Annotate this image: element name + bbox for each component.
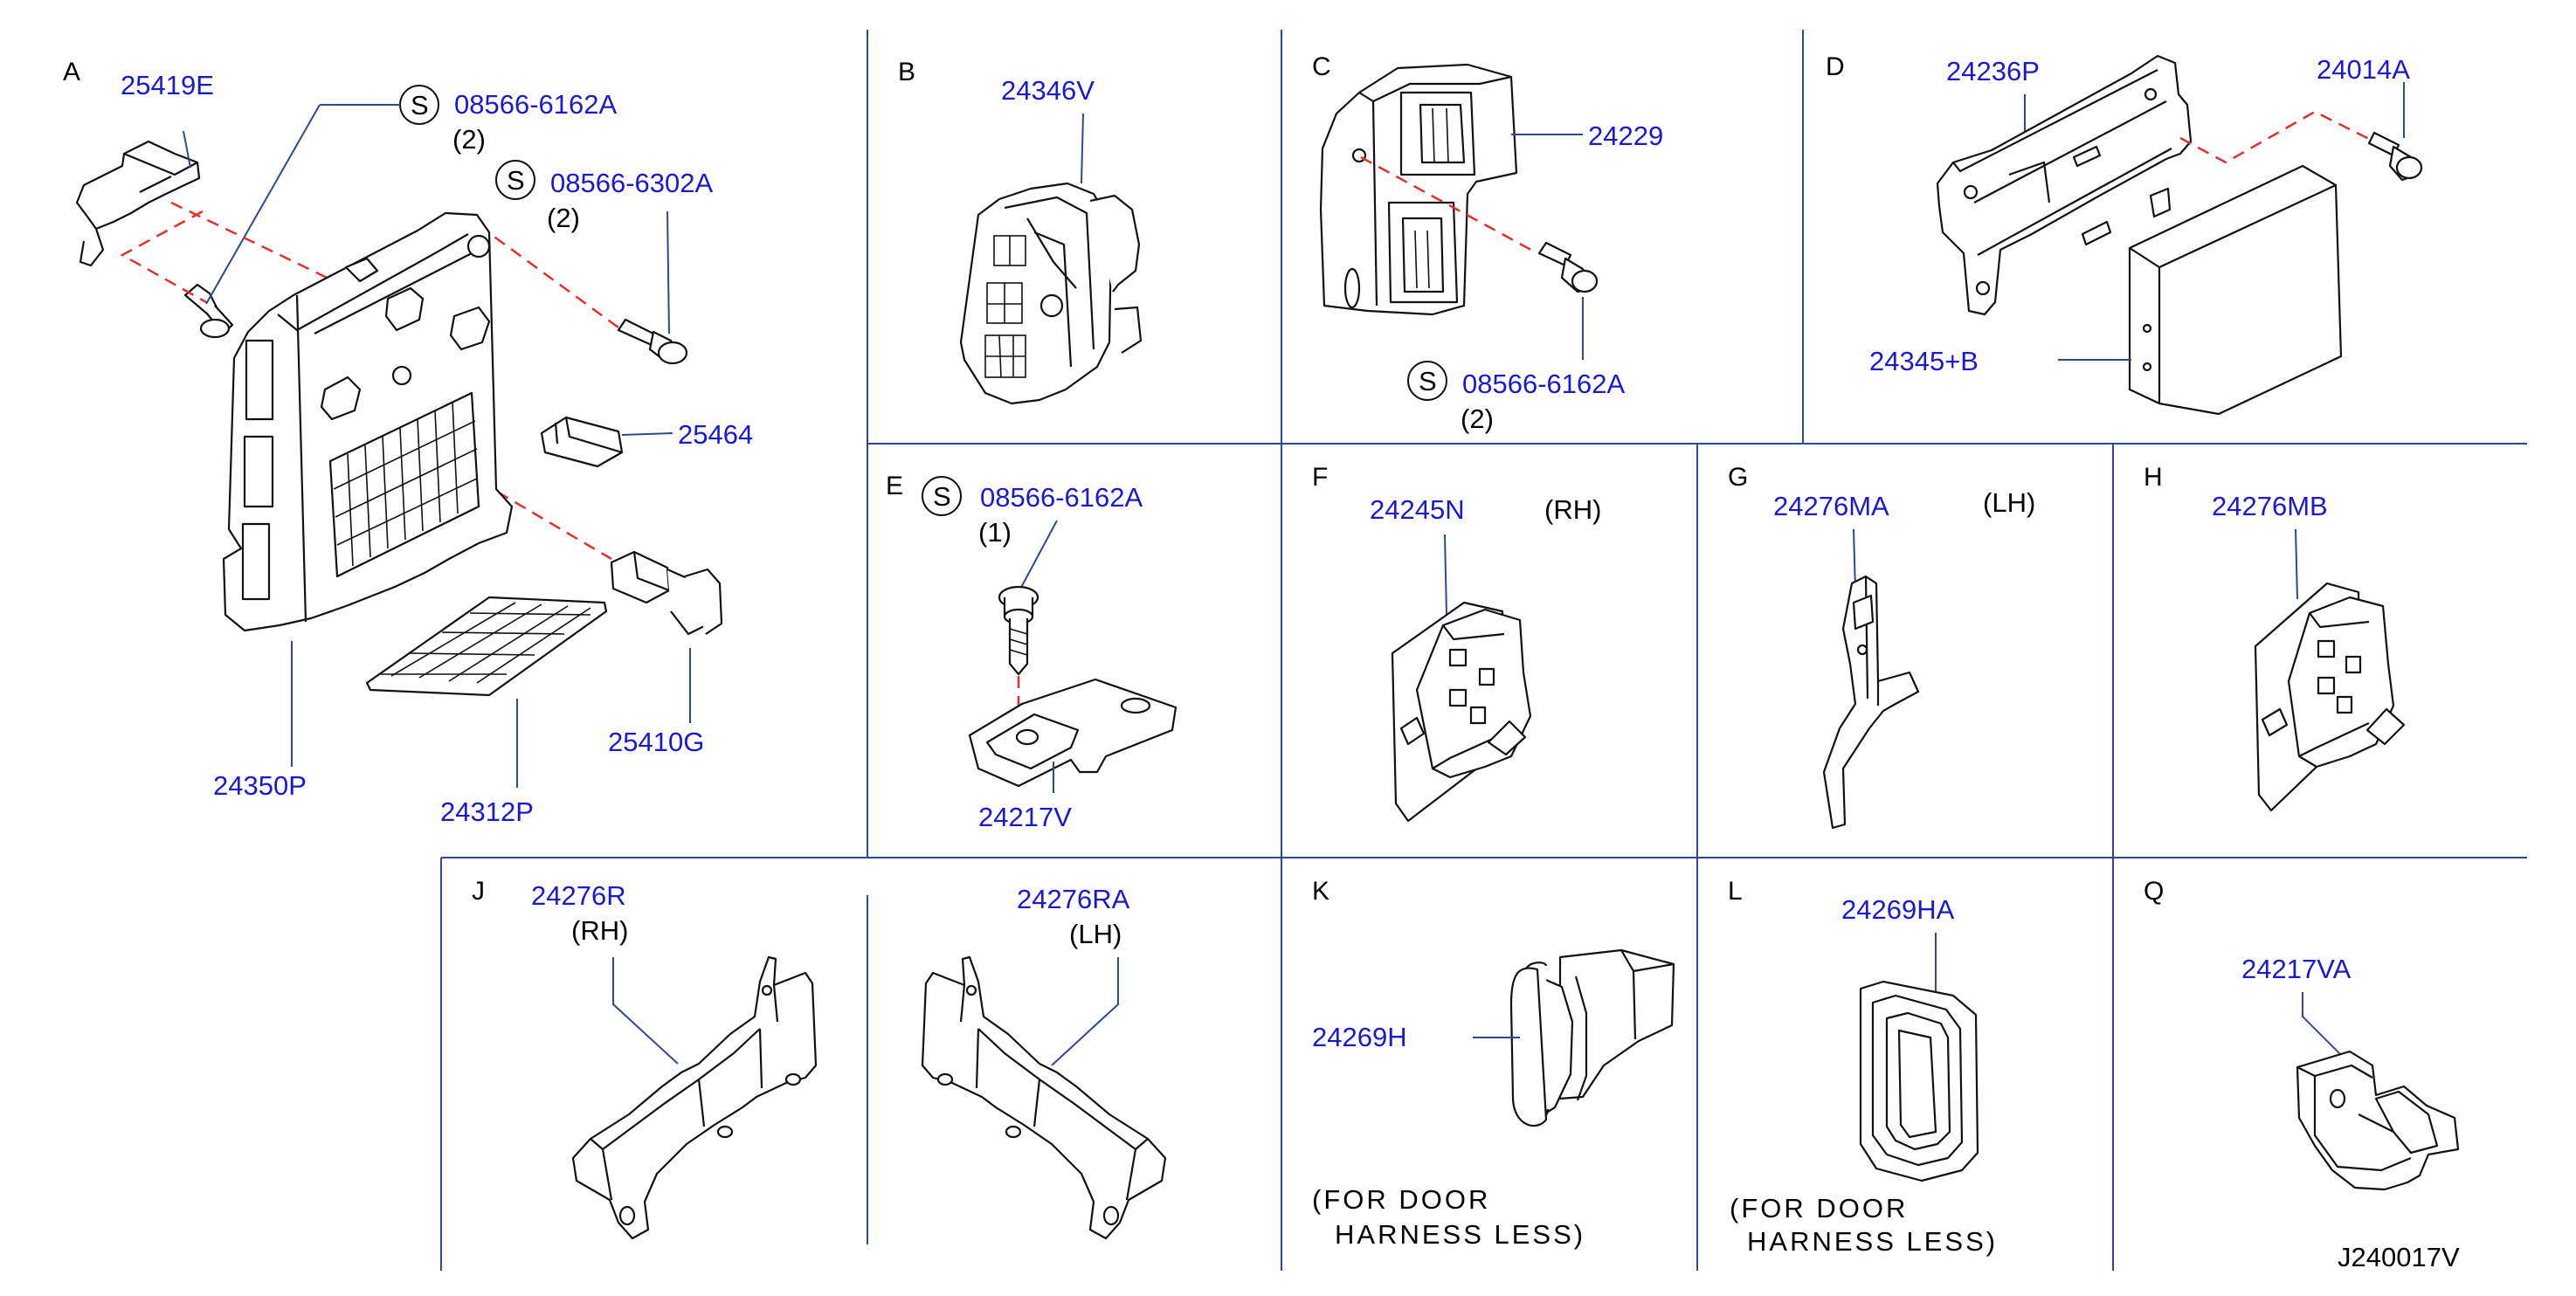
part-24217va-label[interactable]: 24217VA [2241, 954, 2352, 984]
section-letter-k: K [1312, 877, 1329, 906]
section-letter-e: E [886, 472, 903, 500]
part-08566-6162a-e-label[interactable]: 08566-6162A [980, 482, 1143, 513]
note-l-line2: HARNESS LESS) [1747, 1226, 1998, 1257]
relay-25410g-drawing [610, 550, 723, 723]
section-letter-j: J [472, 877, 485, 906]
fuse-block-24350p-drawing [222, 211, 514, 767]
section-g: G 24276MA (LH) [1728, 463, 2035, 830]
part-24217v-label[interactable]: 24217V [978, 802, 1072, 832]
bracket-24276ma-drawing [1822, 575, 1920, 830]
section-k: K 24269H (FOR DOOR HARNESS LESS) [1312, 877, 1675, 1250]
section-a: A 25419E S 08566-6162A (2) S 08566-6302A… [63, 58, 753, 827]
screw-symbol-sc-icon [1407, 361, 1447, 401]
note-l-line1: (FOR DOOR [1730, 1193, 1908, 1224]
part-24269h-label[interactable]: 24269H [1312, 1022, 1407, 1052]
clip-24217v-drawing [968, 678, 1178, 788]
part-24350p-label[interactable]: 24350P [213, 770, 307, 801]
screw-symbol-sc: S [1419, 366, 1437, 396]
bracket-25419e-drawing [75, 130, 201, 267]
bracket-24276ra-drawing [921, 955, 1167, 1240]
note-k-line1: (FOR DOOR [1312, 1184, 1490, 1215]
quantity-a1: (2) [452, 124, 486, 155]
section-letter-a: A [63, 58, 80, 86]
fuse-25464-drawing [540, 416, 673, 468]
section-l: L 24269HA (FOR DOOR HARNESS LESS) [1728, 877, 1998, 1257]
clip-24217va-drawing [2296, 1050, 2460, 1191]
section-letter-h: H [2144, 463, 2163, 492]
screw-d-drawing [2367, 131, 2423, 182]
part-24312p-label[interactable]: 24312P [440, 796, 534, 827]
section-letter-f: F [1312, 463, 1328, 492]
part-25410g-label[interactable]: 25410G [608, 727, 704, 757]
quantity-c: (2) [1461, 403, 1494, 434]
part-24276mb-label[interactable]: 24276MB [2212, 491, 2328, 521]
section-letter-d: D [1826, 52, 1845, 81]
part-24346v-label[interactable]: 24346V [1001, 75, 1095, 106]
section-letter-g: G [1728, 463, 1748, 492]
part-24245n-label[interactable]: 24245N [1370, 494, 1465, 525]
section-f: F 24245N (RH) [1312, 463, 1601, 823]
part-08566-6162a-c-label[interactable]: 08566-6162A [1462, 369, 1625, 399]
section-grid [440, 30, 2527, 1271]
grommet-24269h-drawing [1509, 948, 1675, 1127]
section-c: C 24229 S 085 [1312, 52, 1663, 434]
part-08566-6162a-a-label[interactable]: 08566-6162A [454, 89, 617, 120]
screw-symbol-se-icon [922, 476, 962, 516]
section-letter-c: C [1312, 52, 1331, 81]
section-q: Q 24217VA J240017V [2144, 877, 2460, 1272]
part-24014a-label[interactable]: 24014A [2317, 54, 2410, 85]
part-24269ha-label[interactable]: 24269HA [1841, 894, 1955, 925]
section-letter-q: Q [2144, 877, 2164, 906]
part-25419e-label[interactable]: 25419E [121, 70, 214, 100]
part-24229-label[interactable]: 24229 [1588, 121, 1663, 151]
section-e: E S 08566-6162A (1) 24217V [886, 472, 1178, 832]
screw-symbol-s2-icon [495, 160, 535, 200]
note-k-line2: HARNESS LESS) [1335, 1219, 1585, 1250]
diagram-id: J240017V [2338, 1242, 2460, 1272]
bracket-24276mb-drawing [2254, 582, 2406, 812]
quantity-a2: (2) [547, 203, 580, 233]
section-d: D 24236P 24014A [1826, 52, 2423, 416]
bracket-24276r-drawing [571, 955, 818, 1240]
screw-symbol-se: S [933, 481, 951, 512]
screw-symbol-s2: S [507, 165, 525, 196]
section-b: B 24346V [898, 58, 1143, 405]
part-24276ma-label[interactable]: 24276MA [1773, 491, 1889, 521]
screw-a1-drawing [183, 283, 234, 339]
part-24236p-label[interactable]: 24236P [1946, 56, 2040, 86]
side-f: (RH) [1544, 494, 1601, 525]
side-j-lh: (LH) [1069, 919, 1122, 949]
section-h: H 24276MB [2144, 463, 2406, 812]
part-24276r-label[interactable]: 24276R [531, 880, 626, 911]
section-letter-l: L [1728, 877, 1743, 906]
part-25464-label[interactable]: 25464 [678, 419, 753, 450]
side-j-rh: (RH) [571, 915, 628, 946]
cover-24312p-drawing [365, 596, 608, 788]
bracket-24245n-drawing [1391, 601, 1532, 823]
section-letter-b: B [898, 58, 915, 86]
part-24276ra-label[interactable]: 24276RA [1017, 884, 1130, 914]
part-24345b-label[interactable]: 24345+B [1869, 346, 1979, 376]
cover-24345b-drawing [2128, 164, 2343, 416]
connector-24346v-drawing [959, 182, 1143, 405]
quantity-e: (1) [978, 517, 1012, 548]
bracket-24236p-drawing [1936, 54, 2193, 316]
grommet-24269ha-drawing [1859, 980, 1979, 1182]
screw-c-drawing [1537, 241, 1599, 293]
part-08566-6302a-label[interactable]: 08566-6302A [550, 168, 713, 198]
screw-a2-drawing [617, 318, 688, 365]
side-g: (LH) [1983, 487, 2035, 518]
screw-e-drawing [998, 585, 1039, 676]
screw-symbol-s1: S [411, 90, 429, 121]
section-j: J 24276R (RH) 24276RA (LH) [472, 877, 1167, 1240]
